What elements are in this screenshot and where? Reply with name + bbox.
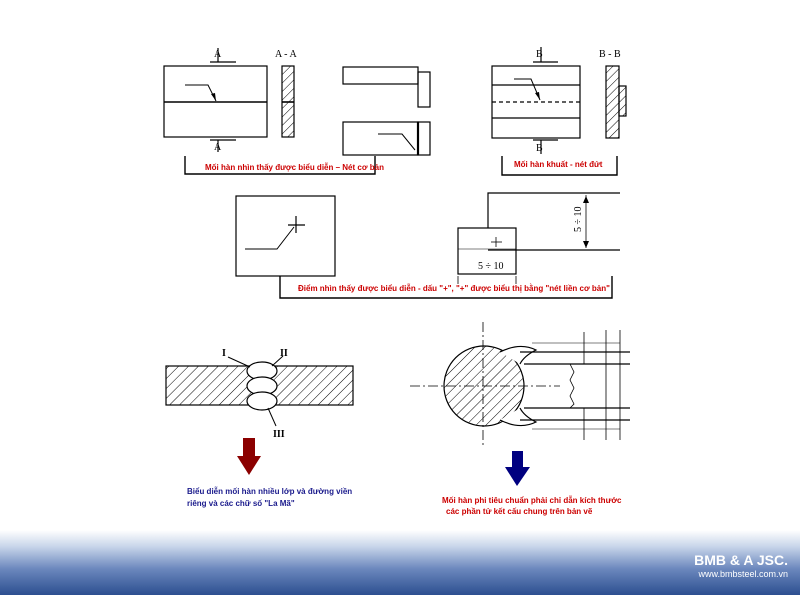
caption-spot-weld: Điểm nhìn thấy được biểu diễn - dấu "+",… bbox=[298, 284, 610, 293]
caption-multipass-line1: Biểu diễn mối hàn nhiều lớp và đường viề… bbox=[187, 487, 352, 496]
caption-nonstandard-line1: Mối hàn phi tiêu chuẩn phải chỉ dẫn kích… bbox=[442, 496, 622, 505]
label-pass-2: II bbox=[280, 348, 288, 359]
section-label-b-top: B bbox=[536, 49, 543, 60]
dimension-vertical: 5 ÷ 10 bbox=[573, 207, 584, 233]
blue-down-arrow bbox=[505, 451, 530, 486]
part-top bbox=[342, 66, 419, 85]
company-website[interactable]: www.bmbsteel.com.vn bbox=[698, 569, 788, 579]
figure-hidden-weld bbox=[491, 47, 627, 176]
part-bottom bbox=[342, 121, 419, 156]
dimension-horizontal: 5 ÷ 10 bbox=[478, 261, 504, 272]
spot-plate bbox=[235, 195, 336, 277]
figure-multipass-weld bbox=[165, 355, 354, 427]
section-label-b-bottom: B bbox=[536, 143, 543, 154]
leader-line bbox=[185, 84, 217, 102]
section-label-a-top: A bbox=[214, 49, 222, 60]
caption-visible-weld: Mối hàn nhìn thấy được biểu diễn – Nét c… bbox=[205, 163, 384, 172]
company-name: BMB & A JSC. bbox=[694, 552, 788, 568]
section-b-b bbox=[605, 65, 620, 139]
figure-spot-weld bbox=[235, 192, 620, 299]
footer-band bbox=[0, 530, 800, 595]
label-pass-1: I bbox=[222, 348, 226, 359]
spot-plate-lower bbox=[457, 227, 517, 275]
figure-nonstandard-weld bbox=[410, 322, 630, 448]
round-bar bbox=[443, 345, 525, 427]
part-end bbox=[417, 71, 431, 108]
caption-hidden-weld: Mối hàn khuất - nét đứt bbox=[514, 160, 603, 169]
section-label-a-bottom: A bbox=[214, 142, 222, 153]
view-label-b-b: B - B bbox=[599, 49, 621, 60]
figure-visible-weld bbox=[163, 48, 431, 175]
caption-bracket bbox=[184, 156, 376, 175]
caption-multipass-line2: riêng và các chữ số "La Mã" bbox=[187, 499, 295, 508]
caption-nonstandard-line2: các phần tử kết cấu chung trên bản vẽ bbox=[446, 507, 593, 516]
red-down-arrow bbox=[237, 438, 261, 475]
view-label-a-a: A - A bbox=[275, 49, 297, 60]
label-pass-3: III bbox=[273, 429, 285, 440]
